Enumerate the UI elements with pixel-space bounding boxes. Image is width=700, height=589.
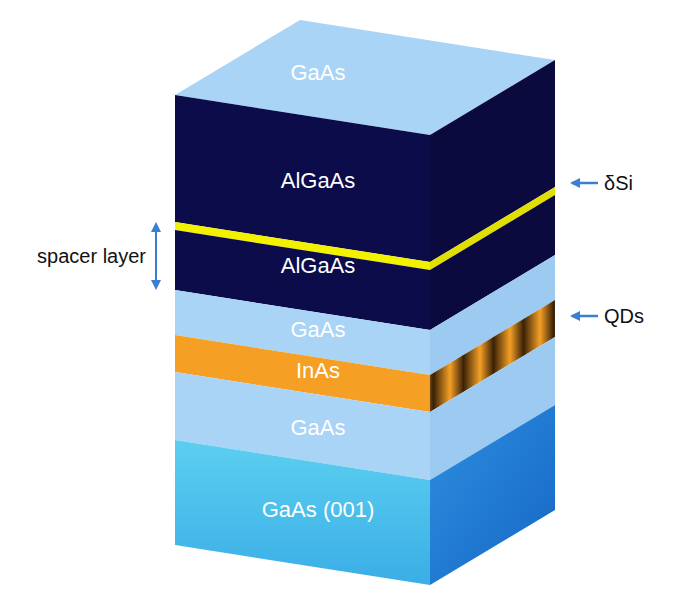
layer-name: AlGaAs [277,253,360,279]
callout-label: δSi [604,171,633,195]
layer-band: InAs [292,358,344,384]
layer-name: AlGaAs [277,168,360,194]
layer-band: GaAs (001) [258,497,379,523]
layer-name: GaAs (001) [258,497,379,523]
gaas-substrate-front [175,440,430,585]
layer-band: GaAs [286,415,349,441]
callout-arrow [572,315,598,318]
spacer-arrow [155,224,157,288]
callout-arrow [572,182,598,185]
layer-name: InAs [292,358,344,384]
layer-band: GaAs [286,317,349,343]
layer-band: GaAs [286,60,349,86]
layer-band: AlGaAs [277,168,360,194]
layer-band: AlGaAs [277,253,360,279]
layer-name: GaAs [286,317,349,343]
callout-label: QDs [604,304,644,328]
gaas-substrate-side [430,405,555,585]
callout-label: spacer layer [37,244,146,268]
layer-name: GaAs [286,60,349,86]
layer-name: GaAs [286,415,349,441]
